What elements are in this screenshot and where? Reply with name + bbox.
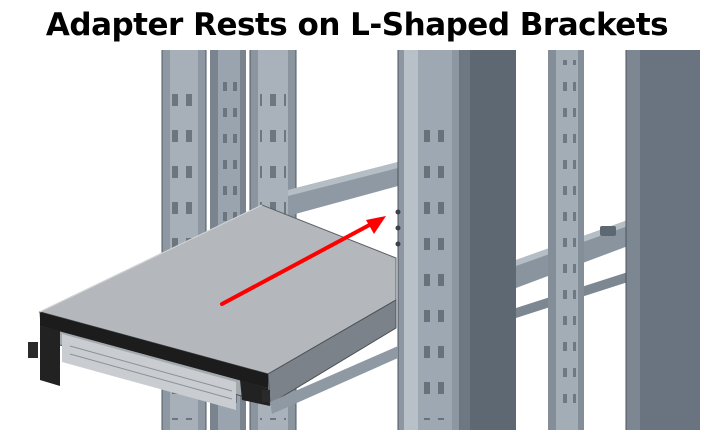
lower-bracket (270, 346, 398, 414)
rack-illustration (0, 50, 714, 430)
adapter-chassis (28, 204, 397, 410)
diagram-title: Adapter Rests on L-Shaped Brackets (45, 7, 669, 43)
red-arrow-icon (220, 216, 386, 306)
front-rack-post (395, 50, 516, 430)
right-rack-posts (548, 50, 700, 430)
rack-drawing (28, 50, 700, 430)
